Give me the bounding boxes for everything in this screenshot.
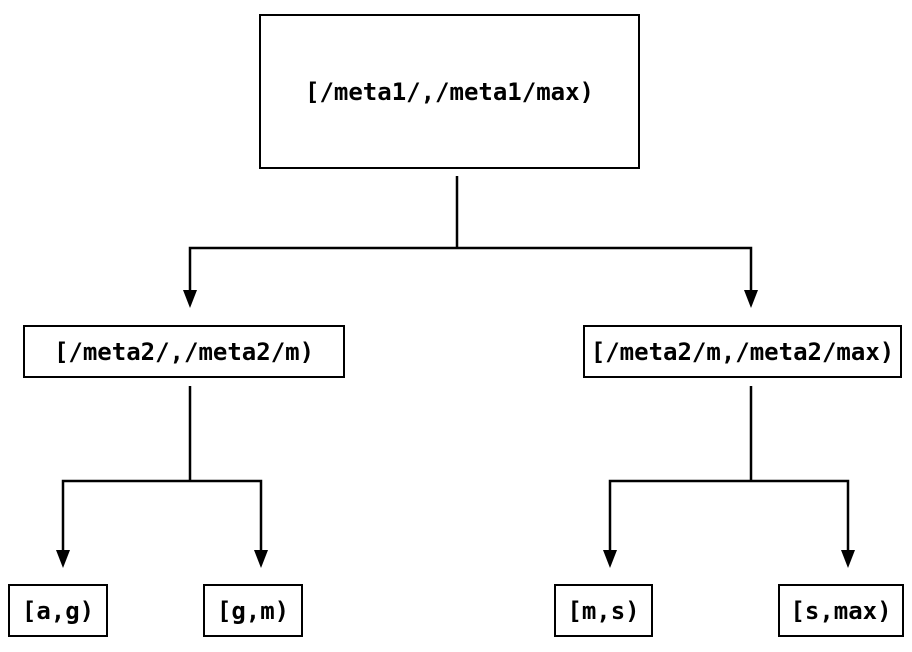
tree-leaf-smax-label: [s,max): [790, 596, 892, 625]
arrowhead-to-leaf-ms: [603, 550, 617, 568]
tree-leaf-gm: [g,m): [203, 584, 303, 637]
tree-node-root-label: [/meta1/,/meta1/max): [305, 77, 594, 106]
tree-node-right-label: [/meta2/m,/meta2/max): [590, 337, 895, 366]
arrowhead-to-left: [183, 290, 197, 308]
tree-leaf-ag: [a,g): [8, 584, 108, 637]
tree-leaf-smax: [s,max): [778, 584, 904, 637]
arrowhead-to-leaf-ag: [56, 550, 70, 568]
edge-root-branches: [188, 246, 753, 291]
arrowhead-to-leaf-smax: [841, 550, 855, 568]
tree-node-right: [/meta2/m,/meta2/max): [583, 325, 902, 378]
tree-leaf-ms-label: [m,s): [567, 596, 640, 625]
arrowhead-to-right: [744, 290, 758, 308]
edge-left-branches: [61, 479, 263, 551]
tree-node-left-label: [/meta2/,/meta2/m): [53, 337, 315, 366]
tree-leaf-ms: [m,s): [554, 584, 653, 637]
tree-leaf-gm-label: [g,m): [216, 596, 290, 625]
edge-right-branches: [608, 479, 850, 551]
arrowhead-to-leaf-gm: [254, 550, 268, 568]
tree-leaf-ag-label: [a,g): [21, 596, 95, 625]
tree-node-root: [/meta1/,/meta1/max): [259, 14, 640, 169]
tree-node-left: [/meta2/,/meta2/m): [23, 325, 345, 378]
